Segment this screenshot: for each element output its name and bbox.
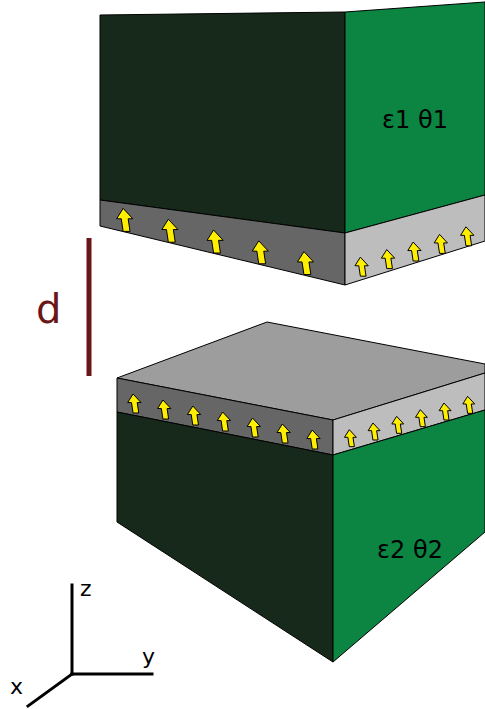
dielectric-block: ε2 θ2 bbox=[340, 525, 480, 575]
dielectric-block: ε1 θ1 bbox=[350, 95, 480, 145]
magnetization-arrow bbox=[297, 252, 313, 275]
magnetization-arrow bbox=[344, 430, 356, 447]
axes bbox=[28, 585, 152, 706]
magnetization-arrow bbox=[434, 234, 447, 253]
material-parameters: ε1 θ1 bbox=[382, 106, 448, 134]
lower-dielectric-front bbox=[117, 412, 333, 662]
lower-dielectric-side bbox=[333, 410, 485, 662]
magnetization-arrow bbox=[408, 242, 421, 261]
axis-label: z bbox=[80, 578, 92, 600]
magnetization-arrow bbox=[158, 400, 171, 419]
axis-label: x bbox=[10, 676, 23, 698]
magnetization-arrow bbox=[277, 424, 290, 443]
magnetization-arrow bbox=[162, 219, 178, 242]
magnetization-arrow bbox=[207, 230, 223, 253]
magnetization-arrow bbox=[461, 227, 474, 246]
material-parameters: ε2 θ2 bbox=[377, 536, 443, 564]
magnetization-arrow bbox=[217, 412, 230, 431]
separation-label: d bbox=[36, 289, 61, 329]
magnetization-arrow bbox=[355, 257, 368, 276]
upper-dielectric-front bbox=[100, 12, 345, 233]
magnetization-arrow bbox=[307, 430, 320, 449]
magnetization-arrow bbox=[117, 208, 133, 231]
separation-bar bbox=[87, 238, 92, 376]
magnetization-arrow bbox=[463, 396, 475, 413]
magnetization-arrow bbox=[392, 416, 404, 433]
magnetization-arrow bbox=[439, 403, 451, 420]
magnetization-arrow bbox=[187, 406, 200, 425]
upper-layer-side bbox=[345, 195, 485, 285]
magnetization-arrows bbox=[117, 208, 475, 449]
magnetization-arrow bbox=[368, 423, 380, 440]
upper-dielectric-side bbox=[345, 2, 485, 233]
magnetization-arrow bbox=[381, 250, 394, 269]
axis-label: y bbox=[142, 646, 155, 668]
magnetization-arrow bbox=[415, 410, 427, 427]
magnetization-arrow bbox=[247, 418, 260, 437]
upper-layer-front bbox=[100, 200, 345, 285]
magnetization-arrow bbox=[252, 241, 268, 264]
magnetization-arrow bbox=[128, 394, 141, 413]
